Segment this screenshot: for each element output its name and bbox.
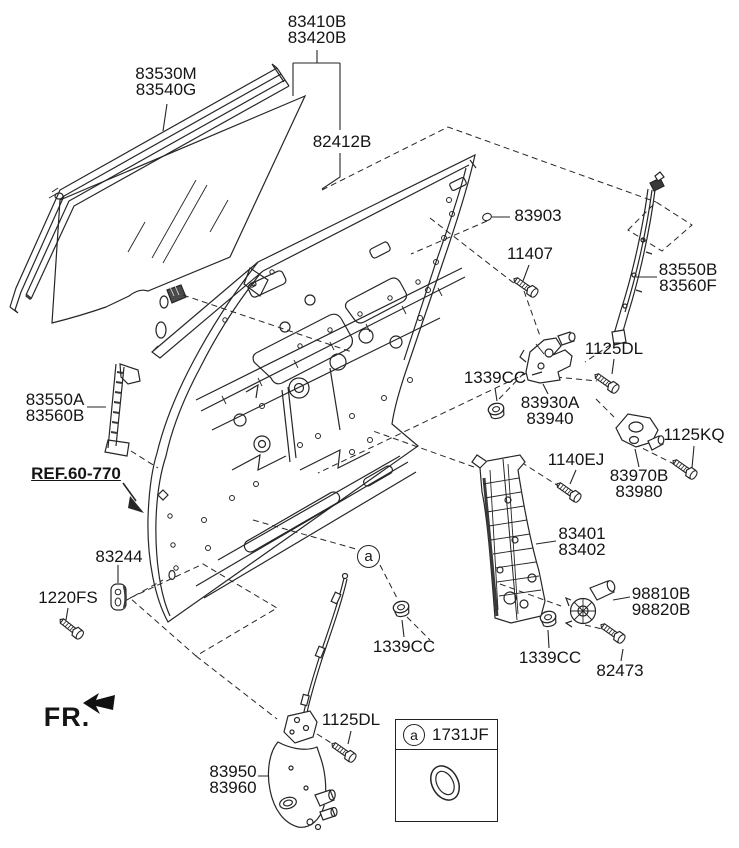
callout-a-marker: a — [357, 545, 380, 568]
glass-clip — [166, 284, 187, 304]
run-channel-front — [104, 363, 141, 457]
fr-direction-arrow — [83, 693, 115, 714]
legend-a-marker: a — [403, 723, 425, 746]
legend-header: a 1731JF — [396, 720, 497, 750]
guide-channel-83401 — [471, 454, 546, 624]
bracket-83244 — [110, 583, 127, 611]
legend-oring-icon — [429, 765, 461, 801]
bolt-1125dl-1 — [591, 369, 622, 396]
legend-code: 1731JF — [432, 724, 489, 744]
door-panel — [147, 153, 477, 623]
bolt-1125dl-2 — [328, 738, 359, 765]
plug-83903 — [482, 212, 492, 222]
glass-run-seal — [9, 63, 290, 314]
dashed-lines — [124, 126, 693, 747]
run-channel-rear — [611, 171, 665, 346]
bolt-1140ej — [553, 478, 584, 505]
latch-83930 — [519, 331, 576, 384]
cable-latch-assembly — [267, 572, 349, 831]
window-motor — [564, 580, 616, 628]
window-glass — [51, 94, 307, 324]
ref-arrow — [122, 482, 144, 513]
legend-box: a 1731JF — [395, 719, 498, 822]
bolt-1220fs — [56, 614, 86, 642]
nut-1339cc-1 — [486, 401, 507, 421]
bracket-83410 — [292, 50, 341, 190]
mounting-bracket-83970 — [615, 413, 665, 451]
bolt-1125kq — [669, 455, 700, 482]
nut-1339cc-2 — [391, 599, 412, 619]
bolt-82473 — [597, 619, 628, 646]
